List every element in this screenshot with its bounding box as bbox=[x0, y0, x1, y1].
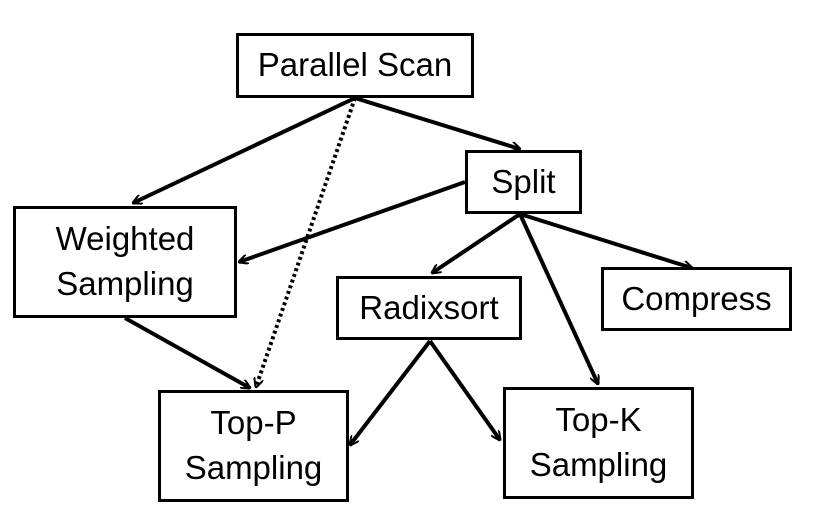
node-top-k-sampling: Top-K Sampling bbox=[503, 387, 694, 499]
node-weighted-sampling: Weighted Sampling bbox=[13, 206, 237, 318]
edge-parallel-scan-to-split bbox=[354, 96, 520, 149]
node-compress: Compress bbox=[601, 267, 792, 331]
edge-radixsort-to-top-k-sampling bbox=[428, 339, 500, 440]
node-split: Split bbox=[465, 150, 582, 214]
node-top-p-sampling: Top-P Sampling bbox=[158, 390, 349, 502]
edge-weighted-sampling-to-top-p-sampling bbox=[124, 316, 250, 390]
node-top-k-sampling-label: Top-K Sampling bbox=[529, 401, 668, 483]
edge-parallel-scan-to-weighted-sampling bbox=[133, 96, 356, 205]
edge-split-to-top-k-sampling bbox=[518, 213, 600, 384]
node-radixsort-label: Radixsort bbox=[359, 288, 499, 326]
edge-parallel-scan-to-top-p-sampling bbox=[256, 97, 357, 387]
node-compress-label: Compress bbox=[621, 279, 772, 317]
node-split-label: Split bbox=[491, 162, 556, 200]
edge-radixsort-to-top-p-sampling bbox=[350, 339, 432, 445]
edge-split-to-radixsort bbox=[432, 212, 522, 273]
edge-split-to-weighted-sampling bbox=[239, 180, 466, 262]
node-top-p-sampling-label: Top-P Sampling bbox=[184, 404, 323, 486]
node-weighted-sampling-label: Weighted Sampling bbox=[55, 220, 195, 302]
edge-split-to-compress bbox=[519, 212, 692, 268]
node-parallel-scan-label: Parallel Scan bbox=[257, 46, 453, 84]
node-parallel-scan: Parallel Scan bbox=[236, 33, 474, 98]
node-radixsort: Radixsort bbox=[336, 276, 522, 340]
